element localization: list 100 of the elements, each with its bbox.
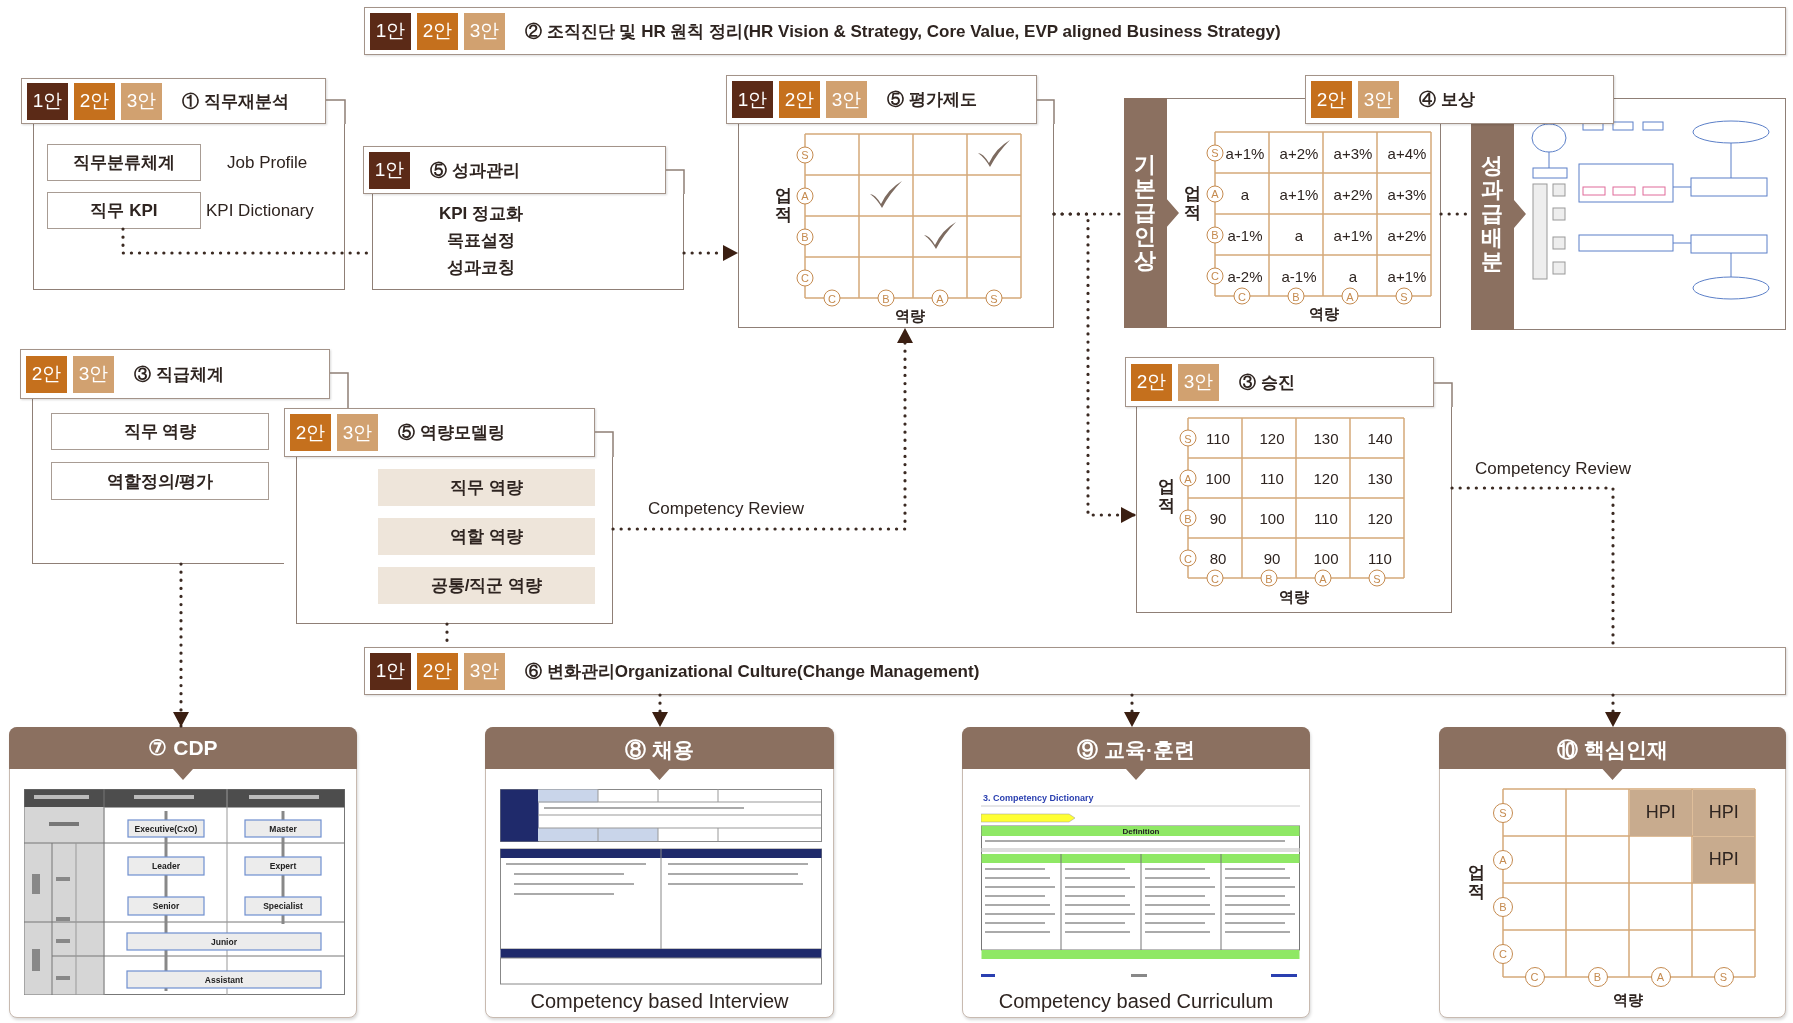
track-level-label: Expert — [268, 860, 298, 873]
plan-badge: 2안 — [417, 652, 458, 690]
card-frame — [296, 457, 613, 624]
matrix-value: a+2% — [1333, 185, 1373, 202]
hpi-cell: HPI — [1693, 837, 1755, 883]
plan-badge: 2안 — [1131, 363, 1172, 401]
plan-badge: 2안 — [74, 82, 115, 120]
track-level-label: Leader — [151, 860, 181, 873]
grade-marker: S — [1713, 967, 1734, 987]
content-card — [962, 727, 1310, 1018]
track-level-label: Senior — [151, 900, 181, 913]
section-title: ③ 직급체계 — [134, 363, 224, 386]
grade-marker: C — [796, 269, 814, 286]
dotted-arrow — [1052, 212, 1138, 523]
matrix-value: a — [1348, 267, 1358, 284]
card-header: ⑦ CDP — [9, 727, 357, 780]
content-card — [9, 727, 357, 1018]
card-frame — [33, 124, 345, 290]
matrix-value: a+3% — [1387, 185, 1427, 202]
card-frame — [372, 194, 684, 290]
section-title: ⑥ 변화관리Organizational Culture(Change Management) — [525, 660, 980, 683]
matrix-value: a+3% — [1333, 144, 1373, 161]
matrix-value: 110 — [1314, 509, 1338, 527]
matrix-value: 100 — [1313, 549, 1339, 567]
dotted-arrow — [611, 326, 913, 531]
plan-badge: 3안 — [73, 355, 114, 393]
side-note: KPI Dictionary — [206, 199, 315, 222]
matrix-value: a+1% — [1333, 226, 1373, 243]
dotted-arrow — [652, 693, 668, 729]
matrix-value: 130 — [1313, 429, 1339, 447]
competency-box: 직무 역량 — [378, 469, 595, 506]
card-header — [284, 408, 595, 457]
axis-label: 업적 — [1157, 478, 1175, 516]
matrix-value: 110 — [1368, 549, 1392, 567]
grade-marker: B — [1260, 569, 1278, 587]
label-box: 역할정의/평가 — [51, 462, 269, 500]
card-header — [20, 349, 330, 399]
matrix-value: a-1% — [1281, 267, 1317, 284]
dotted-arrow — [1605, 693, 1621, 729]
matrix-value: 140 — [1367, 429, 1393, 447]
plan-badge: 2안 — [417, 12, 458, 50]
grade-marker: B — [1493, 896, 1513, 917]
section-title: ⑤ 역량모델링 — [398, 422, 505, 444]
plan-badge: 2안 — [1311, 81, 1352, 118]
track-level-label: Assistant — [203, 973, 245, 987]
axis-label: 역량 — [1613, 990, 1643, 1010]
axis-label: 업적 — [1183, 185, 1201, 223]
card-header — [363, 146, 666, 194]
plan-badge: 3안 — [826, 81, 867, 118]
grade-marker: S — [1493, 802, 1513, 823]
matrix-value: 100 — [1205, 469, 1231, 487]
grade-marker: C — [1206, 569, 1224, 587]
card-header: ⑧ 채용 — [485, 727, 834, 780]
section-title: ③ 승진 — [1239, 371, 1295, 394]
card-header — [726, 75, 1037, 124]
grade-marker: B — [1179, 509, 1197, 527]
plan-badge: 2안 — [779, 81, 820, 118]
grade-marker: A — [1493, 849, 1513, 870]
grade-marker: S — [1368, 569, 1386, 587]
document-heading: 3. Competency Dictionary — [983, 793, 1095, 805]
axis-label: 역량 — [1309, 304, 1339, 324]
plan-badge: 2안 — [290, 414, 331, 451]
content-card — [485, 727, 834, 1018]
banner-bar — [364, 647, 1786, 695]
axis-label: 업적 — [774, 187, 792, 225]
grade-marker: C — [823, 289, 841, 307]
grade-marker: A — [1179, 469, 1197, 487]
grade-marker: C — [1179, 549, 1197, 567]
matrix-value: 90 — [1209, 509, 1227, 527]
track-level-label: Master — [268, 822, 298, 836]
grade-marker: S — [985, 289, 1003, 307]
grade-marker: B — [877, 289, 895, 307]
plan-badge: 1안 — [732, 81, 773, 118]
grade-marker: A — [931, 289, 949, 307]
track-level-label: Specialist — [262, 900, 304, 913]
plan-badge: 3안 — [337, 414, 378, 451]
card-frame — [738, 124, 1054, 328]
card-header: ⑩ 핵심인재 — [1439, 727, 1786, 780]
matrix-value: a-2% — [1227, 267, 1263, 284]
matrix-value: a-1% — [1227, 226, 1263, 243]
competency-box: 역할 역량 — [378, 518, 595, 555]
body-text: 목표설정 — [446, 230, 516, 252]
plan-badge: 1안 — [370, 652, 411, 690]
section-title: ② 조직진단 및 HR 원칙 정리(HR Vision & Strategy, Core Value, EVP aligned Business Strategy) — [525, 20, 1281, 43]
card-frame — [32, 399, 284, 564]
grade-marker: B — [1587, 967, 1608, 987]
body-text: 성과코칭 — [446, 257, 516, 279]
grade-marker: C — [1493, 943, 1513, 964]
dotted-arrow — [1124, 693, 1140, 729]
plan-badge: 2안 — [26, 355, 67, 393]
matrix-value: 120 — [1259, 429, 1285, 447]
axis-label: 업적 — [1467, 864, 1485, 902]
matrix-value: 110 — [1206, 429, 1230, 447]
matrix-value: a — [1294, 226, 1304, 243]
grade-marker: A — [796, 187, 814, 204]
matrix-value: 90 — [1263, 549, 1281, 567]
card-header — [21, 78, 326, 124]
plan-badge: 3안 — [1358, 81, 1399, 118]
section-title: ⑤ 평가제도 — [887, 89, 977, 111]
matrix-value: 100 — [1259, 509, 1285, 527]
